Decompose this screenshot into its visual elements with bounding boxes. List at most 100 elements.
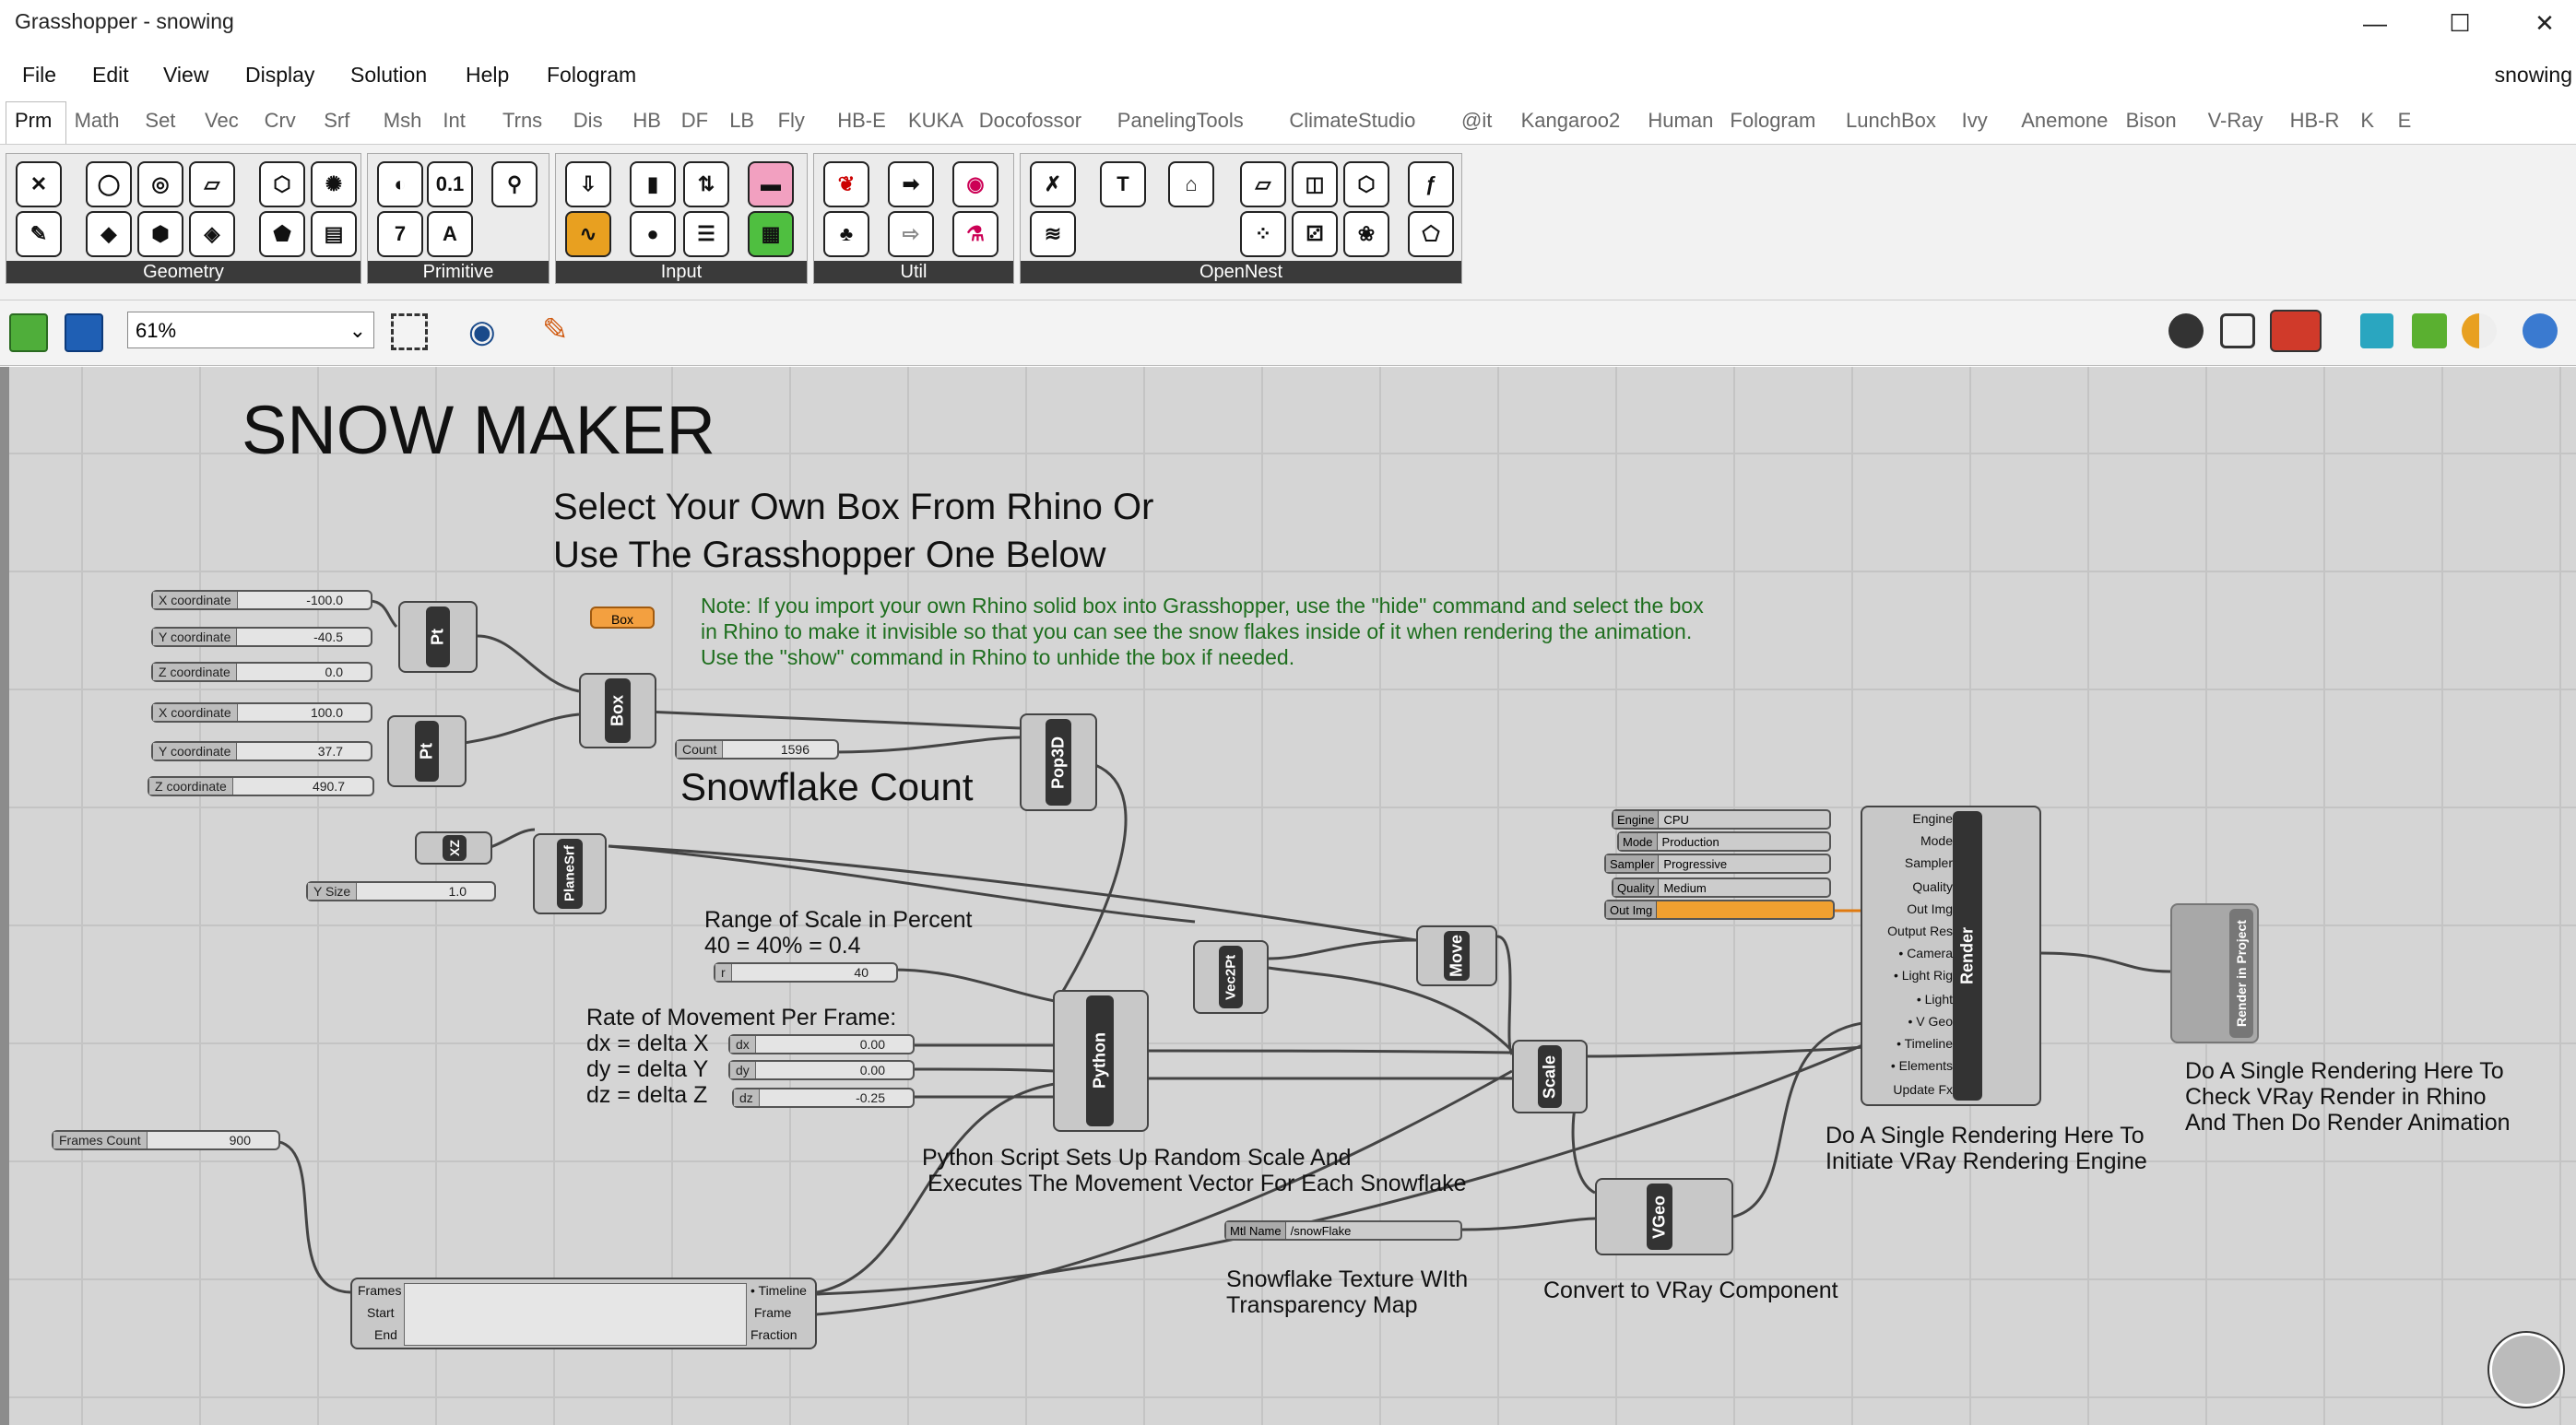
tab-climatestudio[interactable]: ClimateStudio — [1289, 109, 1416, 132]
menu-display[interactable]: Display — [245, 63, 315, 87]
timeline-component[interactable]: Frames Start End • Timeline Frame Fracti… — [350, 1278, 817, 1349]
circles-icon[interactable]: ⁘ — [1240, 211, 1286, 257]
tab-human[interactable]: Human — [1648, 109, 1714, 132]
menu-file[interactable]: File — [22, 63, 57, 87]
menu-fologram[interactable]: Fologram — [547, 63, 637, 87]
vec2pt-component[interactable]: Vec2Pt — [1193, 940, 1269, 1014]
line-param-icon[interactable]: ◈ — [189, 211, 235, 257]
menu-edit[interactable]: Edit — [92, 63, 129, 87]
tab-msh[interactable]: Msh — [383, 109, 422, 132]
preview-eye-icon[interactable]: ◉ — [468, 314, 496, 349]
brep-param-icon[interactable]: ⬡ — [259, 161, 305, 207]
mtl-name-dropdown[interactable]: Mtl Name/snowFlake — [1224, 1220, 1462, 1241]
panel-icon[interactable]: ☰ — [683, 211, 729, 257]
wave-icon[interactable]: ≋ — [1030, 211, 1076, 257]
close-button[interactable]: ✕ — [2535, 8, 2555, 37]
field-param-icon[interactable]: ◆ — [86, 211, 132, 257]
nest-icon[interactable]: ✗ — [1030, 161, 1076, 207]
tab-bison[interactable]: Bison — [2125, 109, 2177, 132]
tab-lb[interactable]: LB — [729, 109, 755, 132]
minimize-button[interactable]: — — [2363, 8, 2387, 37]
timeline-track[interactable] — [404, 1283, 747, 1346]
arrow-right-icon[interactable]: ➡ — [888, 161, 934, 207]
tab-hb-e[interactable]: HB-E — [837, 109, 886, 132]
mesh-param-icon[interactable]: ✺ — [311, 161, 357, 207]
integer-param-icon[interactable]: 7 — [377, 211, 423, 257]
button-icon[interactable]: ▮ — [630, 161, 676, 207]
sketch-pen-icon[interactable]: ✎ — [542, 312, 569, 347]
sheet-icon[interactable]: ▱ — [1240, 161, 1286, 207]
toggle-icon[interactable]: ⇅ — [683, 161, 729, 207]
group-param-icon[interactable]: ⬢ — [137, 211, 183, 257]
box-param[interactable]: Box — [590, 607, 655, 629]
python-component[interactable]: Python — [1053, 990, 1149, 1132]
scale-component[interactable]: Scale — [1512, 1040, 1588, 1113]
tab-prm[interactable]: Prm — [15, 109, 53, 132]
tag-icon[interactable]: ⌂ — [1168, 161, 1214, 207]
flask-icon[interactable]: ⚗ — [952, 211, 998, 257]
tab-hb-r[interactable]: HB-R — [2289, 109, 2340, 132]
selected-display-icon[interactable] — [2270, 310, 2322, 352]
geometry-param-icon[interactable]: ✎ — [16, 211, 62, 257]
slider-icon[interactable]: ▬ — [748, 161, 794, 207]
polygon-icon[interactable]: ⬡ — [1343, 161, 1389, 207]
pt-component-2[interactable]: Pt — [387, 715, 467, 787]
move-component[interactable]: Move — [1416, 925, 1497, 986]
xz-component[interactable]: XZ — [415, 831, 492, 865]
bookmark-icon[interactable]: ⬠ — [1408, 211, 1454, 257]
pt-component-1[interactable]: Pt — [398, 601, 478, 673]
tab-fly[interactable]: Fly — [777, 109, 805, 132]
tab-srf[interactable]: Srf — [324, 109, 350, 132]
circle-param-icon[interactable]: ◯ — [86, 161, 132, 207]
tab-hb[interactable]: HB — [632, 109, 661, 132]
formula-icon[interactable]: ƒ — [1408, 161, 1454, 207]
tab-k[interactable]: K — [2360, 109, 2375, 132]
text-param-icon[interactable]: A — [427, 211, 473, 257]
tab-kangaroo2[interactable]: Kangaroo2 — [1520, 109, 1621, 132]
param-close-icon[interactable]: ✕ — [16, 161, 62, 207]
tab-anemone[interactable]: Anemone — [2021, 109, 2109, 132]
tab-trns[interactable]: Trns — [502, 109, 543, 132]
zoom-extents-icon[interactable] — [391, 313, 428, 350]
dice-icon[interactable]: ⚂ — [1292, 211, 1338, 257]
maximize-button[interactable]: ☐ — [2449, 8, 2471, 37]
menu-solution[interactable]: Solution — [350, 63, 428, 87]
tab-panelingtools[interactable]: PanelingTools — [1117, 109, 1244, 132]
tab-ivy[interactable]: Ivy — [1961, 109, 1988, 132]
text-tool-icon[interactable]: T — [1100, 161, 1146, 207]
tab-crv[interactable]: Crv — [264, 109, 296, 132]
tab-set[interactable]: Set — [145, 109, 176, 132]
vgeo-component[interactable]: VGeo — [1595, 1178, 1733, 1255]
boolean-param-icon[interactable]: ◐ — [377, 161, 423, 207]
sphere-icon[interactable] — [2523, 313, 2558, 348]
tab-df[interactable]: DF — [680, 109, 709, 132]
tab-v-ray[interactable]: V-Ray — [2207, 109, 2263, 132]
box-component[interactable]: Box — [579, 673, 656, 748]
slider-dz[interactable]: dz-0.25 — [732, 1088, 915, 1108]
surface-param-icon[interactable]: ▱ — [189, 161, 235, 207]
shape-icon[interactable]: ❀ — [1343, 211, 1389, 257]
tab-kuka[interactable]: KUKA — [908, 109, 963, 132]
planesrf-component[interactable]: PlaneSrf — [533, 833, 607, 914]
material-icon[interactable] — [2412, 313, 2447, 348]
curve-param-icon[interactable]: ◎ — [137, 161, 183, 207]
bake-icon[interactable] — [2360, 313, 2393, 348]
slider-y1[interactable]: Y coordinate-40.5 — [151, 627, 372, 647]
grid-icon[interactable]: ▦ — [748, 211, 794, 257]
tab-math[interactable]: Math — [74, 109, 120, 132]
cube-icon[interactable]: ◫ — [1292, 161, 1338, 207]
tab-fologram[interactable]: Fologram — [1730, 109, 1816, 132]
render-component[interactable]: Render — [1861, 806, 2041, 1106]
